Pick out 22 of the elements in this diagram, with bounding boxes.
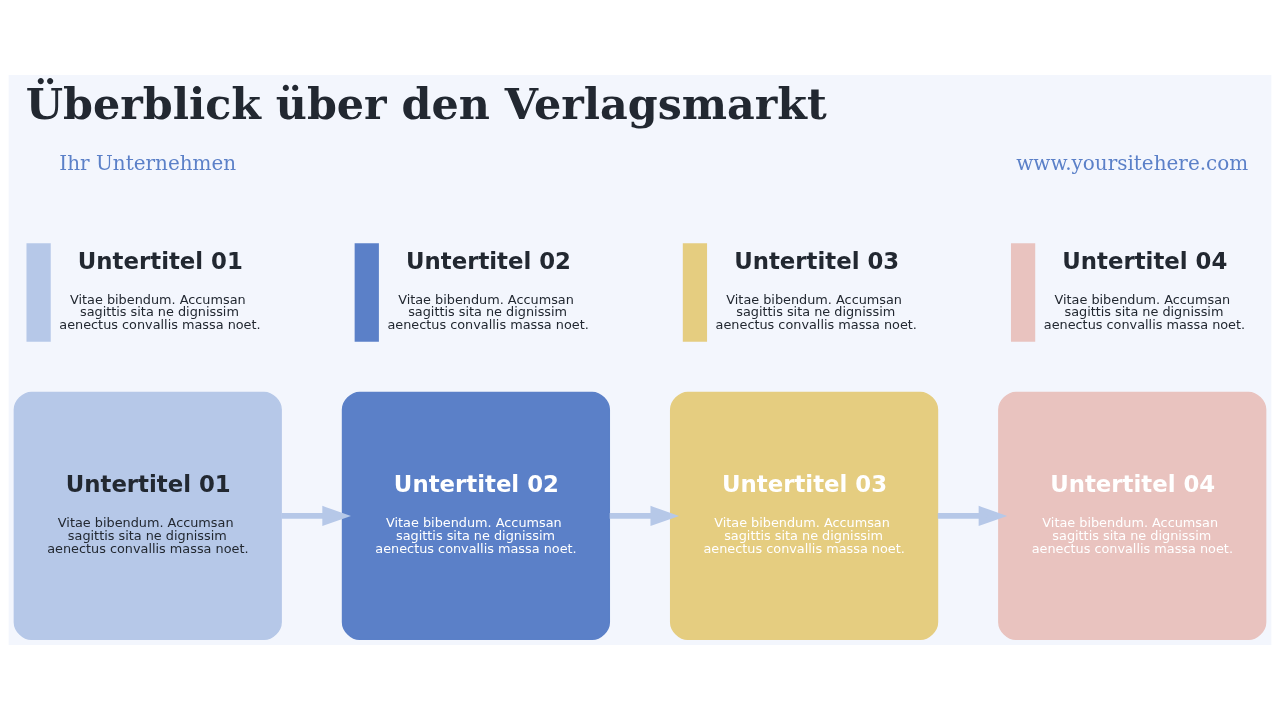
node-box xyxy=(1010,243,1036,342)
node-box: Untertitel 01 Vitae bibendum. Accumsan sagittis sita ne dignissim aenectus convallis massa noet. xyxy=(13,391,282,640)
node-label: Vitae bibendum. Accumsan sagittis sita ne dignissim aenectus convallis massa noet. xyxy=(387,291,589,333)
node-label: Vitae bibendum. Accumsan sagittis sita ne dignissim aenectus convallis massa noet. xyxy=(1043,291,1246,333)
node-label: Untertitel 03 xyxy=(734,247,900,274)
label: www.yoursitehere.com xyxy=(1016,151,1249,176)
arrow xyxy=(937,505,1008,526)
node-box xyxy=(354,243,379,342)
node-box: Untertitel 04 Vitae bibendum. Accumsan sagittis sita ne dignissim aenectus convallis massa noet. xyxy=(998,391,1267,640)
node-label: Untertitel 04 xyxy=(1062,247,1228,274)
node-label: Vitae bibendum. Accumsan sagittis sita ne dignissim aenectus convallis massa noet. xyxy=(715,291,917,333)
diagram-title: Überblick über den Verlagsmarkt xyxy=(25,79,827,130)
node-label: Untertitel 02 xyxy=(406,247,572,274)
node-box xyxy=(26,243,51,342)
node-label: Vitae bibendum. Accumsan sagittis sita ne dignissim aenectus convallis massa noet. xyxy=(59,291,261,333)
node-label: Untertitel 01 xyxy=(77,247,243,274)
arrow xyxy=(281,505,351,526)
label: Ihr Unternehmen xyxy=(59,151,237,176)
node-box xyxy=(682,243,708,342)
node-box: Untertitel 03 Vitae bibendum. Accumsan sagittis sita ne dignissim aenectus convallis massa noet. xyxy=(669,391,939,640)
arrow xyxy=(609,505,680,526)
node-box: Untertitel 02 Vitae bibendum. Accumsan sagittis sita ne dignissim aenectus convallis massa noet. xyxy=(341,391,611,640)
